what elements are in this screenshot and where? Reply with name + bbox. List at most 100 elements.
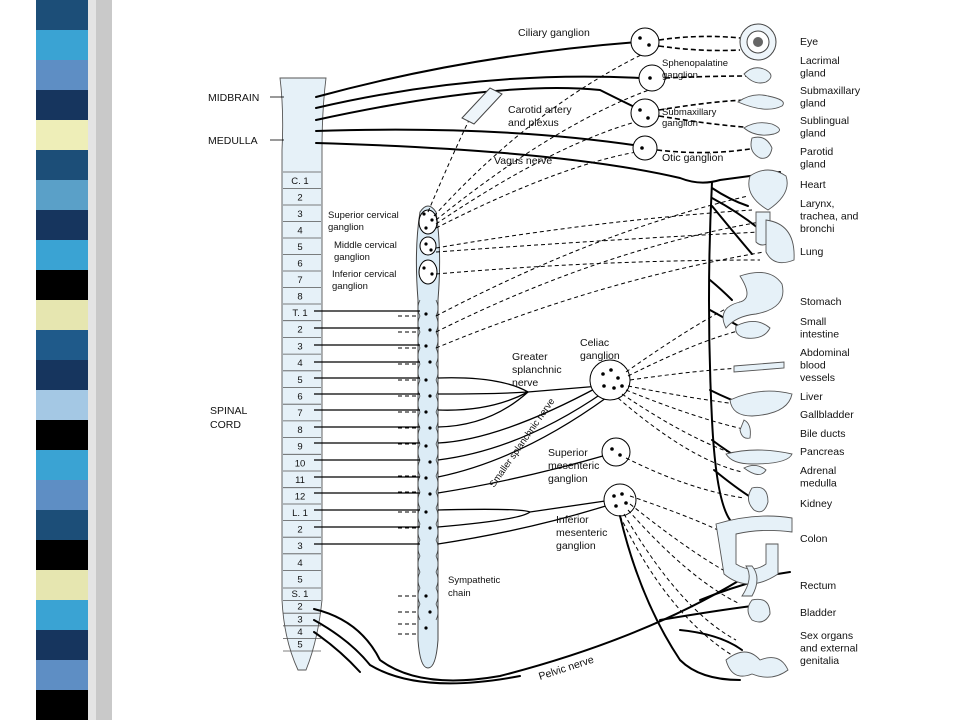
stripe-block xyxy=(36,630,88,661)
nerve-submaxillary xyxy=(315,87,646,121)
organ-lung-shape xyxy=(765,219,795,264)
stripe-block xyxy=(36,450,88,481)
otic-ganglion-label: Otic ganglion xyxy=(662,152,723,164)
nerve-otic xyxy=(315,128,641,147)
stripe-block xyxy=(36,150,88,181)
vagus-stomach xyxy=(709,279,733,301)
submaxillary-ganglion-circle xyxy=(630,98,660,128)
nerve-ciliary xyxy=(315,41,639,98)
chain-short-dashes xyxy=(398,315,418,635)
midbrain-label: MIDBRAIN xyxy=(208,92,259,104)
stripe-block xyxy=(36,420,88,451)
organ-label: Pancreas xyxy=(800,446,844,458)
segment-label: 10 xyxy=(295,458,306,469)
greater-splanchnic-label: Greater splanchnic nerve xyxy=(512,351,565,389)
segment-label: 3 xyxy=(297,541,302,552)
stripe-block xyxy=(36,540,88,571)
pelvic-nerve-2 xyxy=(313,619,521,685)
sympathetic-head-fibres xyxy=(427,45,765,349)
organ-liver-shape xyxy=(729,390,793,417)
stripe-block xyxy=(36,480,88,511)
segment-label: 2 xyxy=(297,325,302,336)
celiac-dots xyxy=(601,368,624,390)
organ-adrenal-shape xyxy=(743,465,767,475)
middle-cervical-label: Middle cervical ganglion xyxy=(334,240,399,263)
segment-label: 5 xyxy=(297,574,302,585)
segment-label: 5 xyxy=(297,639,302,650)
vagus-heart xyxy=(711,187,749,207)
sympathetic-chain-label: Sympathetic chain xyxy=(448,575,503,599)
segment-label: 4 xyxy=(297,225,302,236)
stripe-block xyxy=(36,90,88,121)
inferior-mesenteric-ganglion xyxy=(603,483,637,517)
segment-label: S. 1 xyxy=(292,589,309,600)
segment-label: 3 xyxy=(297,209,302,220)
vagus-nerve-label: Vagus nerve xyxy=(494,155,552,167)
organ-submaxillary-shape xyxy=(737,94,784,110)
chain-wavy-right xyxy=(435,299,439,621)
spinal-cord-outline xyxy=(279,77,327,671)
segment-label: C. 1 xyxy=(291,176,308,187)
segment-label: T. 1 xyxy=(292,308,307,319)
inferior-mesenteric-to-pelvis xyxy=(619,515,741,681)
segment-label: 3 xyxy=(297,341,302,352)
stripe-block xyxy=(36,600,88,631)
organ-small-intestine-shape xyxy=(735,321,771,339)
segment-label: 6 xyxy=(297,392,302,403)
segment-label: 8 xyxy=(297,425,302,436)
superior-mesenteric-label: Superior mesenteric ganglion xyxy=(548,447,602,485)
segment-label: 5 xyxy=(297,375,302,386)
pelvic-nerve xyxy=(313,571,791,682)
organ-label: Bile ducts xyxy=(800,428,846,440)
stripe-block xyxy=(36,660,88,691)
sphenopalatine-label: Sphenopalatine ganglion xyxy=(662,58,731,81)
stripe-block xyxy=(36,270,88,301)
stripe-block xyxy=(36,0,88,31)
celiac-postganglionic xyxy=(617,301,753,661)
vagus-trunk xyxy=(708,181,731,521)
segment-label: 7 xyxy=(297,408,302,419)
stripe-block xyxy=(36,390,88,421)
organ-label: Liver xyxy=(800,391,823,403)
organ-pancreas-shape xyxy=(725,449,793,465)
segment-label: 12 xyxy=(295,492,306,503)
otic-ganglion-circle xyxy=(632,135,658,161)
smaller-splanchnic-label: Smaller splanchnic nerve xyxy=(487,396,557,489)
segment-label: 5 xyxy=(297,242,302,253)
stripe-block xyxy=(36,210,88,241)
organ-stomach-shape xyxy=(722,271,784,329)
segment-label: 4 xyxy=(297,627,302,638)
organ-lacrimal-shape xyxy=(743,67,772,84)
spinal-cord-label: SPINAL CORD xyxy=(210,405,250,431)
nerve-sphenopalatine xyxy=(315,75,641,109)
organ-label: Lung xyxy=(800,246,824,258)
organ-label: Eye xyxy=(800,36,818,48)
splanchnic-nerves xyxy=(437,377,613,545)
stripe-block xyxy=(36,300,88,331)
sympathetic-chain xyxy=(415,205,441,669)
organ-heart-shape xyxy=(748,169,788,211)
superior-cervical-ganglion xyxy=(418,209,438,235)
organ-bladder-shape xyxy=(747,598,771,623)
segment-label: 9 xyxy=(297,442,302,453)
stripe-block xyxy=(36,60,88,91)
inferior-cervical-ganglion xyxy=(418,259,438,285)
segment-label: 2 xyxy=(297,525,302,536)
chain-dots xyxy=(422,212,434,630)
organ-kidney-shape xyxy=(748,486,769,513)
pelvic-branch-bladder xyxy=(659,605,753,621)
organ-colon-shape xyxy=(715,515,793,585)
celiac-label: Celiac ganglion xyxy=(580,337,620,362)
segment-label: 2 xyxy=(297,192,302,203)
organ-genitalia-shape xyxy=(725,651,789,678)
segment-label: 7 xyxy=(297,275,302,286)
submaxillary-ganglion-label: Submaxillary ganglion xyxy=(662,107,719,129)
